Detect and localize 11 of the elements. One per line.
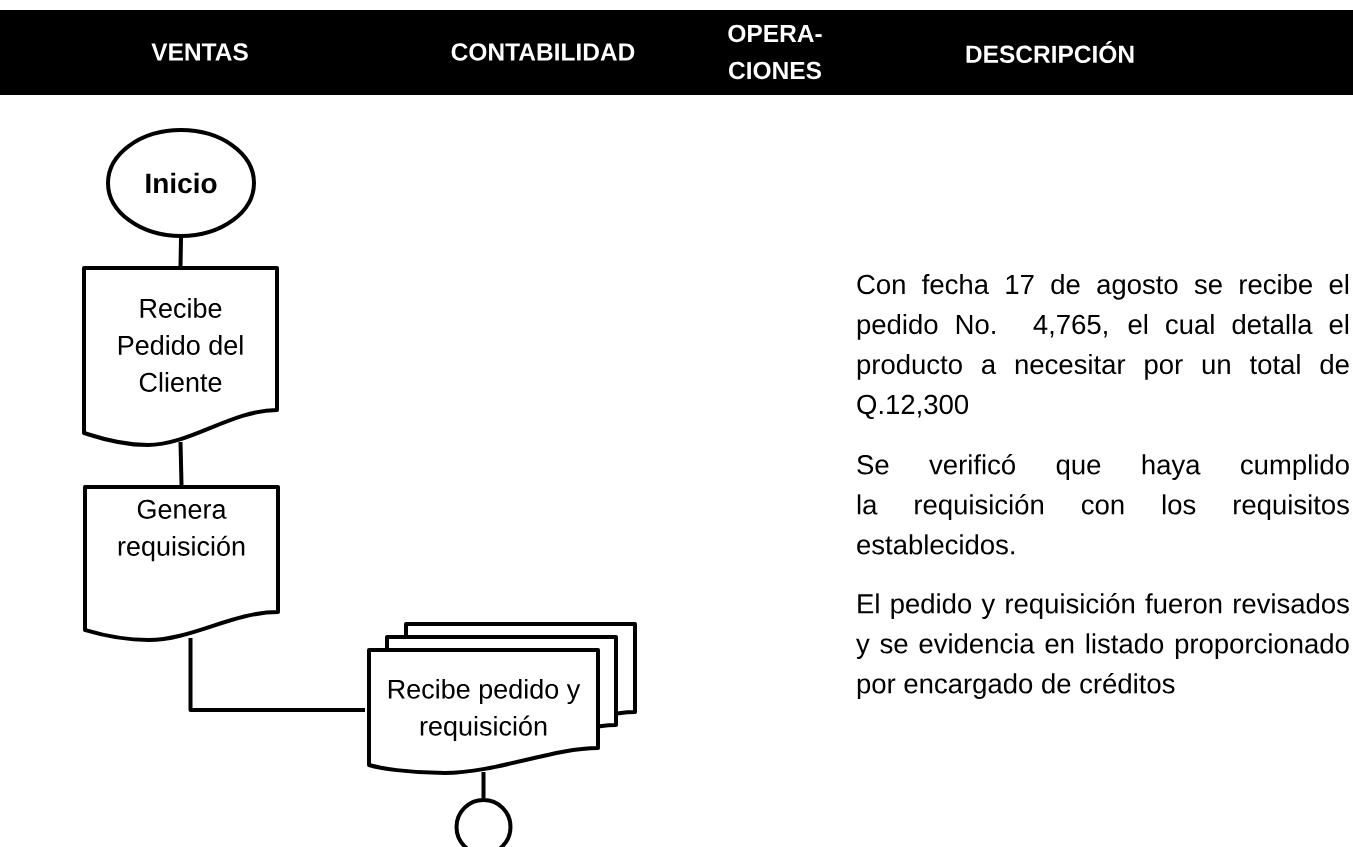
column-header: CONTABILIDAD (451, 43, 635, 61)
description-text: Se verificó que haya cumplido la requisición con los requisitos establecidos. (857, 454, 1349, 555)
column-header: DESCRIPCIÓN (966, 41, 1134, 63)
column-header: VENTAS (151, 43, 248, 61)
description-text: El pedido y requisición fueron revisados y se evidencia en listado proporcionado por encargado de créditos (856, 593, 1349, 699)
connector-line (188, 638, 365, 712)
connector-line (178, 237, 183, 267)
column-header: OPERA- CIONES (728, 24, 822, 80)
connector-line (178, 441, 184, 486)
connector-line (481, 772, 486, 798)
description-text: Con fecha 17 de agosto se recibe el pedido No. 4,765, el cual detalla el producto a necesitar por un total de Q.12,300 (857, 274, 1349, 420)
